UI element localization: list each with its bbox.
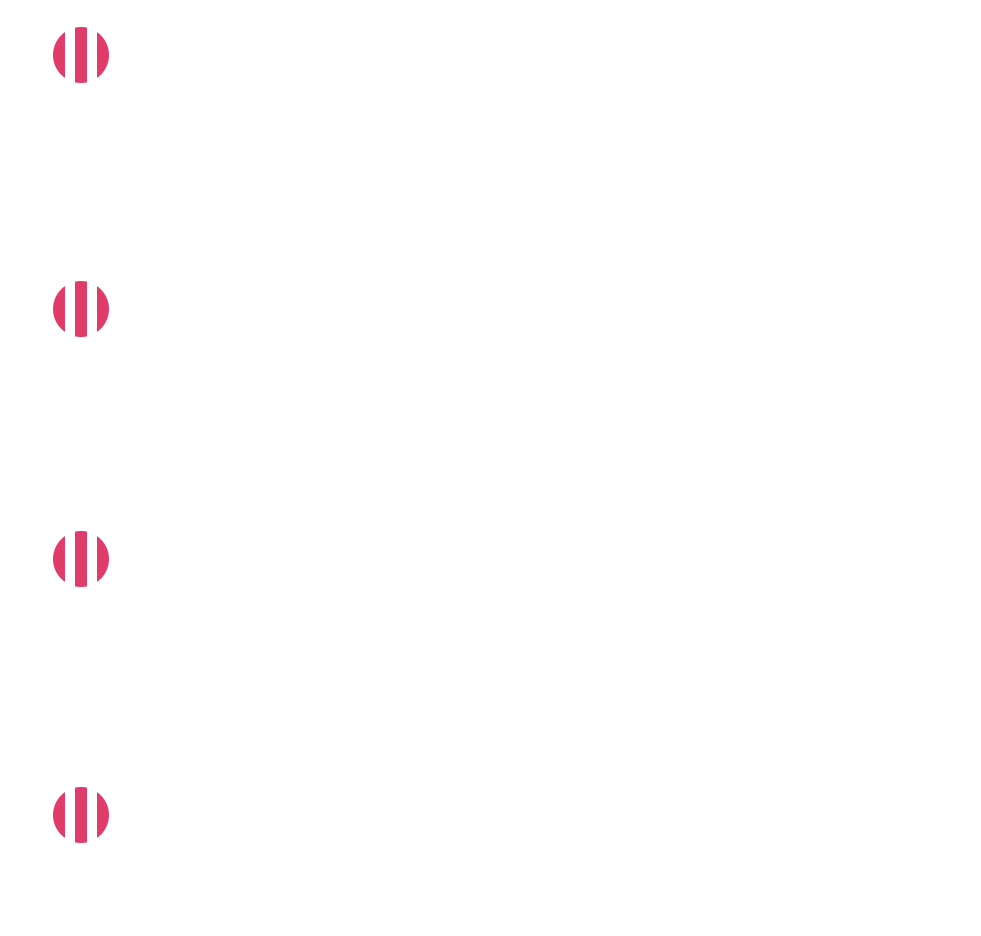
stripe [53,281,65,337]
striped-circle-icon [53,27,109,83]
stripe [97,27,109,83]
stripe [75,27,87,83]
stripe [53,787,65,843]
stripe [97,787,109,843]
stripe [75,531,87,587]
stripe [75,281,87,337]
stripe [53,27,65,83]
striped-circle-icon [53,787,109,843]
striped-circle-icon [53,281,109,337]
stripe [75,787,87,843]
stripe [97,531,109,587]
stripe [53,531,65,587]
striped-circle-icon [53,531,109,587]
stripe [97,281,109,337]
